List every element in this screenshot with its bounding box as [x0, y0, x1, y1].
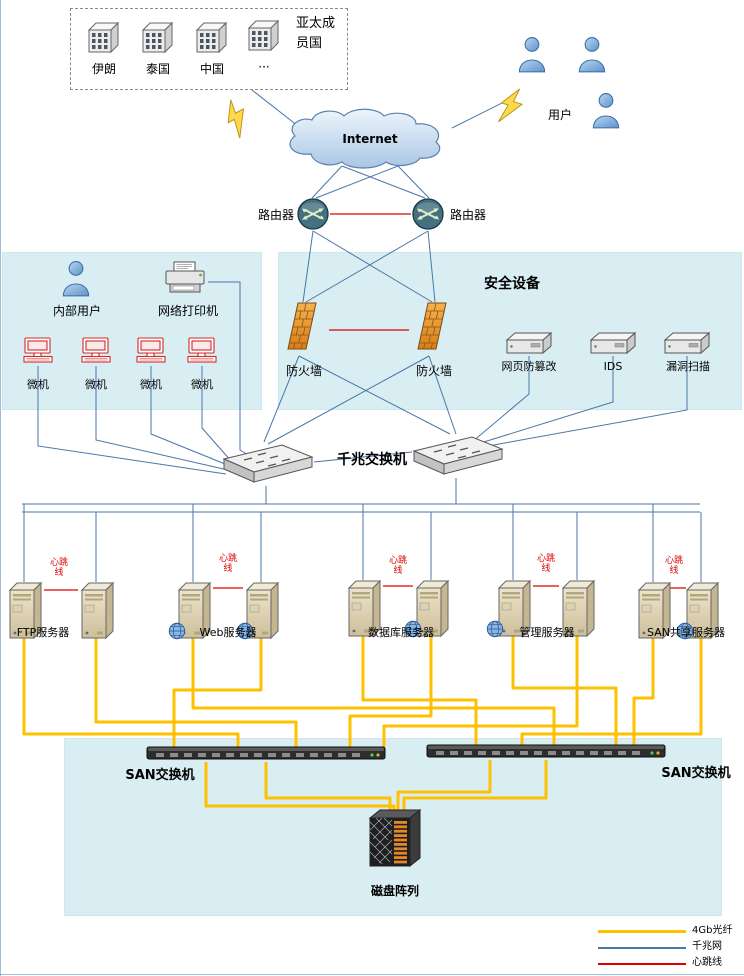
heartbeat-label: 心跳线 — [664, 556, 683, 577]
member-label: 泰国 — [145, 62, 170, 76]
internal-user-icon — [60, 260, 92, 298]
lightning-icon — [492, 83, 529, 129]
legend-fiber-line — [598, 930, 686, 933]
san-switch-label: SAN交换机 — [125, 768, 195, 783]
pc-icon — [20, 336, 56, 366]
building-icon — [192, 20, 232, 56]
pc-label: 微机 — [85, 378, 107, 391]
apac-members-group — [70, 8, 348, 90]
gigabit-switch-icon — [220, 438, 316, 488]
pc-label: 微机 — [191, 378, 213, 391]
user-icon — [516, 36, 548, 74]
member-label: ··· — [258, 60, 270, 74]
page-border-bottom — [0, 974, 744, 975]
gigabit-switch-label: 千兆交换机 — [337, 452, 407, 468]
pc-icon — [78, 336, 114, 366]
legend-label: 千兆网 — [692, 941, 722, 952]
web-tamper-device-icon — [504, 330, 554, 356]
server-group-label: FTP服务器 — [16, 626, 70, 639]
pc-label: 微机 — [27, 378, 49, 391]
building-icon — [138, 20, 178, 56]
pc-label: 微机 — [140, 378, 162, 391]
firewall-label: 防火墙 — [285, 364, 322, 378]
building-icon — [84, 20, 124, 56]
internal-user-label: 内部用户 — [52, 304, 101, 318]
san-switch-icon — [426, 742, 666, 760]
server-group-label: SAN共享服务器 — [647, 626, 725, 639]
internet-label: Internet — [342, 132, 398, 146]
server-group-label: Web服务器 — [199, 626, 257, 639]
user-icon — [590, 92, 622, 130]
member-label: 中国 — [199, 62, 224, 76]
router-label-right: 路由器 — [450, 208, 487, 222]
web-tamper-label: 网页防篡改 — [501, 360, 557, 373]
vuln-scan-device-icon — [662, 330, 712, 356]
ids-label: IDS — [603, 360, 623, 373]
users-label: 用户 — [547, 108, 572, 122]
heartbeat-label: 心跳线 — [218, 554, 237, 575]
legend-gigabit-line — [598, 947, 686, 949]
printer-label: 网络打印机 — [157, 304, 218, 318]
router-icon — [411, 197, 445, 231]
firewall-label: 防火墙 — [415, 364, 452, 378]
member-label: 伊朗 — [91, 62, 116, 76]
disk-array-icon — [364, 808, 426, 872]
san-switch-icon — [146, 744, 386, 762]
building-icon — [244, 18, 284, 54]
firewall-icon — [408, 300, 456, 352]
gigabit-switch-icon — [410, 430, 506, 480]
printer-icon — [162, 260, 208, 296]
legend-heartbeat-line — [598, 963, 686, 965]
pc-icon — [184, 336, 220, 366]
pc-icon — [133, 336, 169, 366]
page-border-left — [0, 0, 1, 976]
legend-label: 4Gb光纤 — [692, 925, 733, 936]
ids-device-icon — [588, 330, 638, 356]
disk-array-label: 磁盘阵列 — [370, 884, 419, 898]
server-group-label: 数据库服务器 — [368, 626, 434, 639]
user-icon — [576, 36, 608, 74]
heartbeat-label: 心跳线 — [536, 554, 555, 575]
router-icon — [296, 197, 330, 231]
vuln-scan-label: 漏洞扫描 — [666, 360, 710, 373]
server-group-label: 管理服务器 — [519, 626, 575, 639]
firewall-icon — [278, 300, 326, 352]
san-switch-label: SAN交换机 — [661, 766, 731, 781]
apac-title: 亚太成员国 — [296, 16, 336, 51]
heartbeat-label: 心跳线 — [49, 558, 68, 579]
legend-label: 心跳线 — [692, 957, 722, 968]
heartbeat-label: 心跳线 — [388, 556, 407, 577]
security-title: 安全设备 — [484, 276, 540, 292]
router-label-left: 路由器 — [257, 208, 294, 222]
lightning-icon — [216, 94, 258, 142]
